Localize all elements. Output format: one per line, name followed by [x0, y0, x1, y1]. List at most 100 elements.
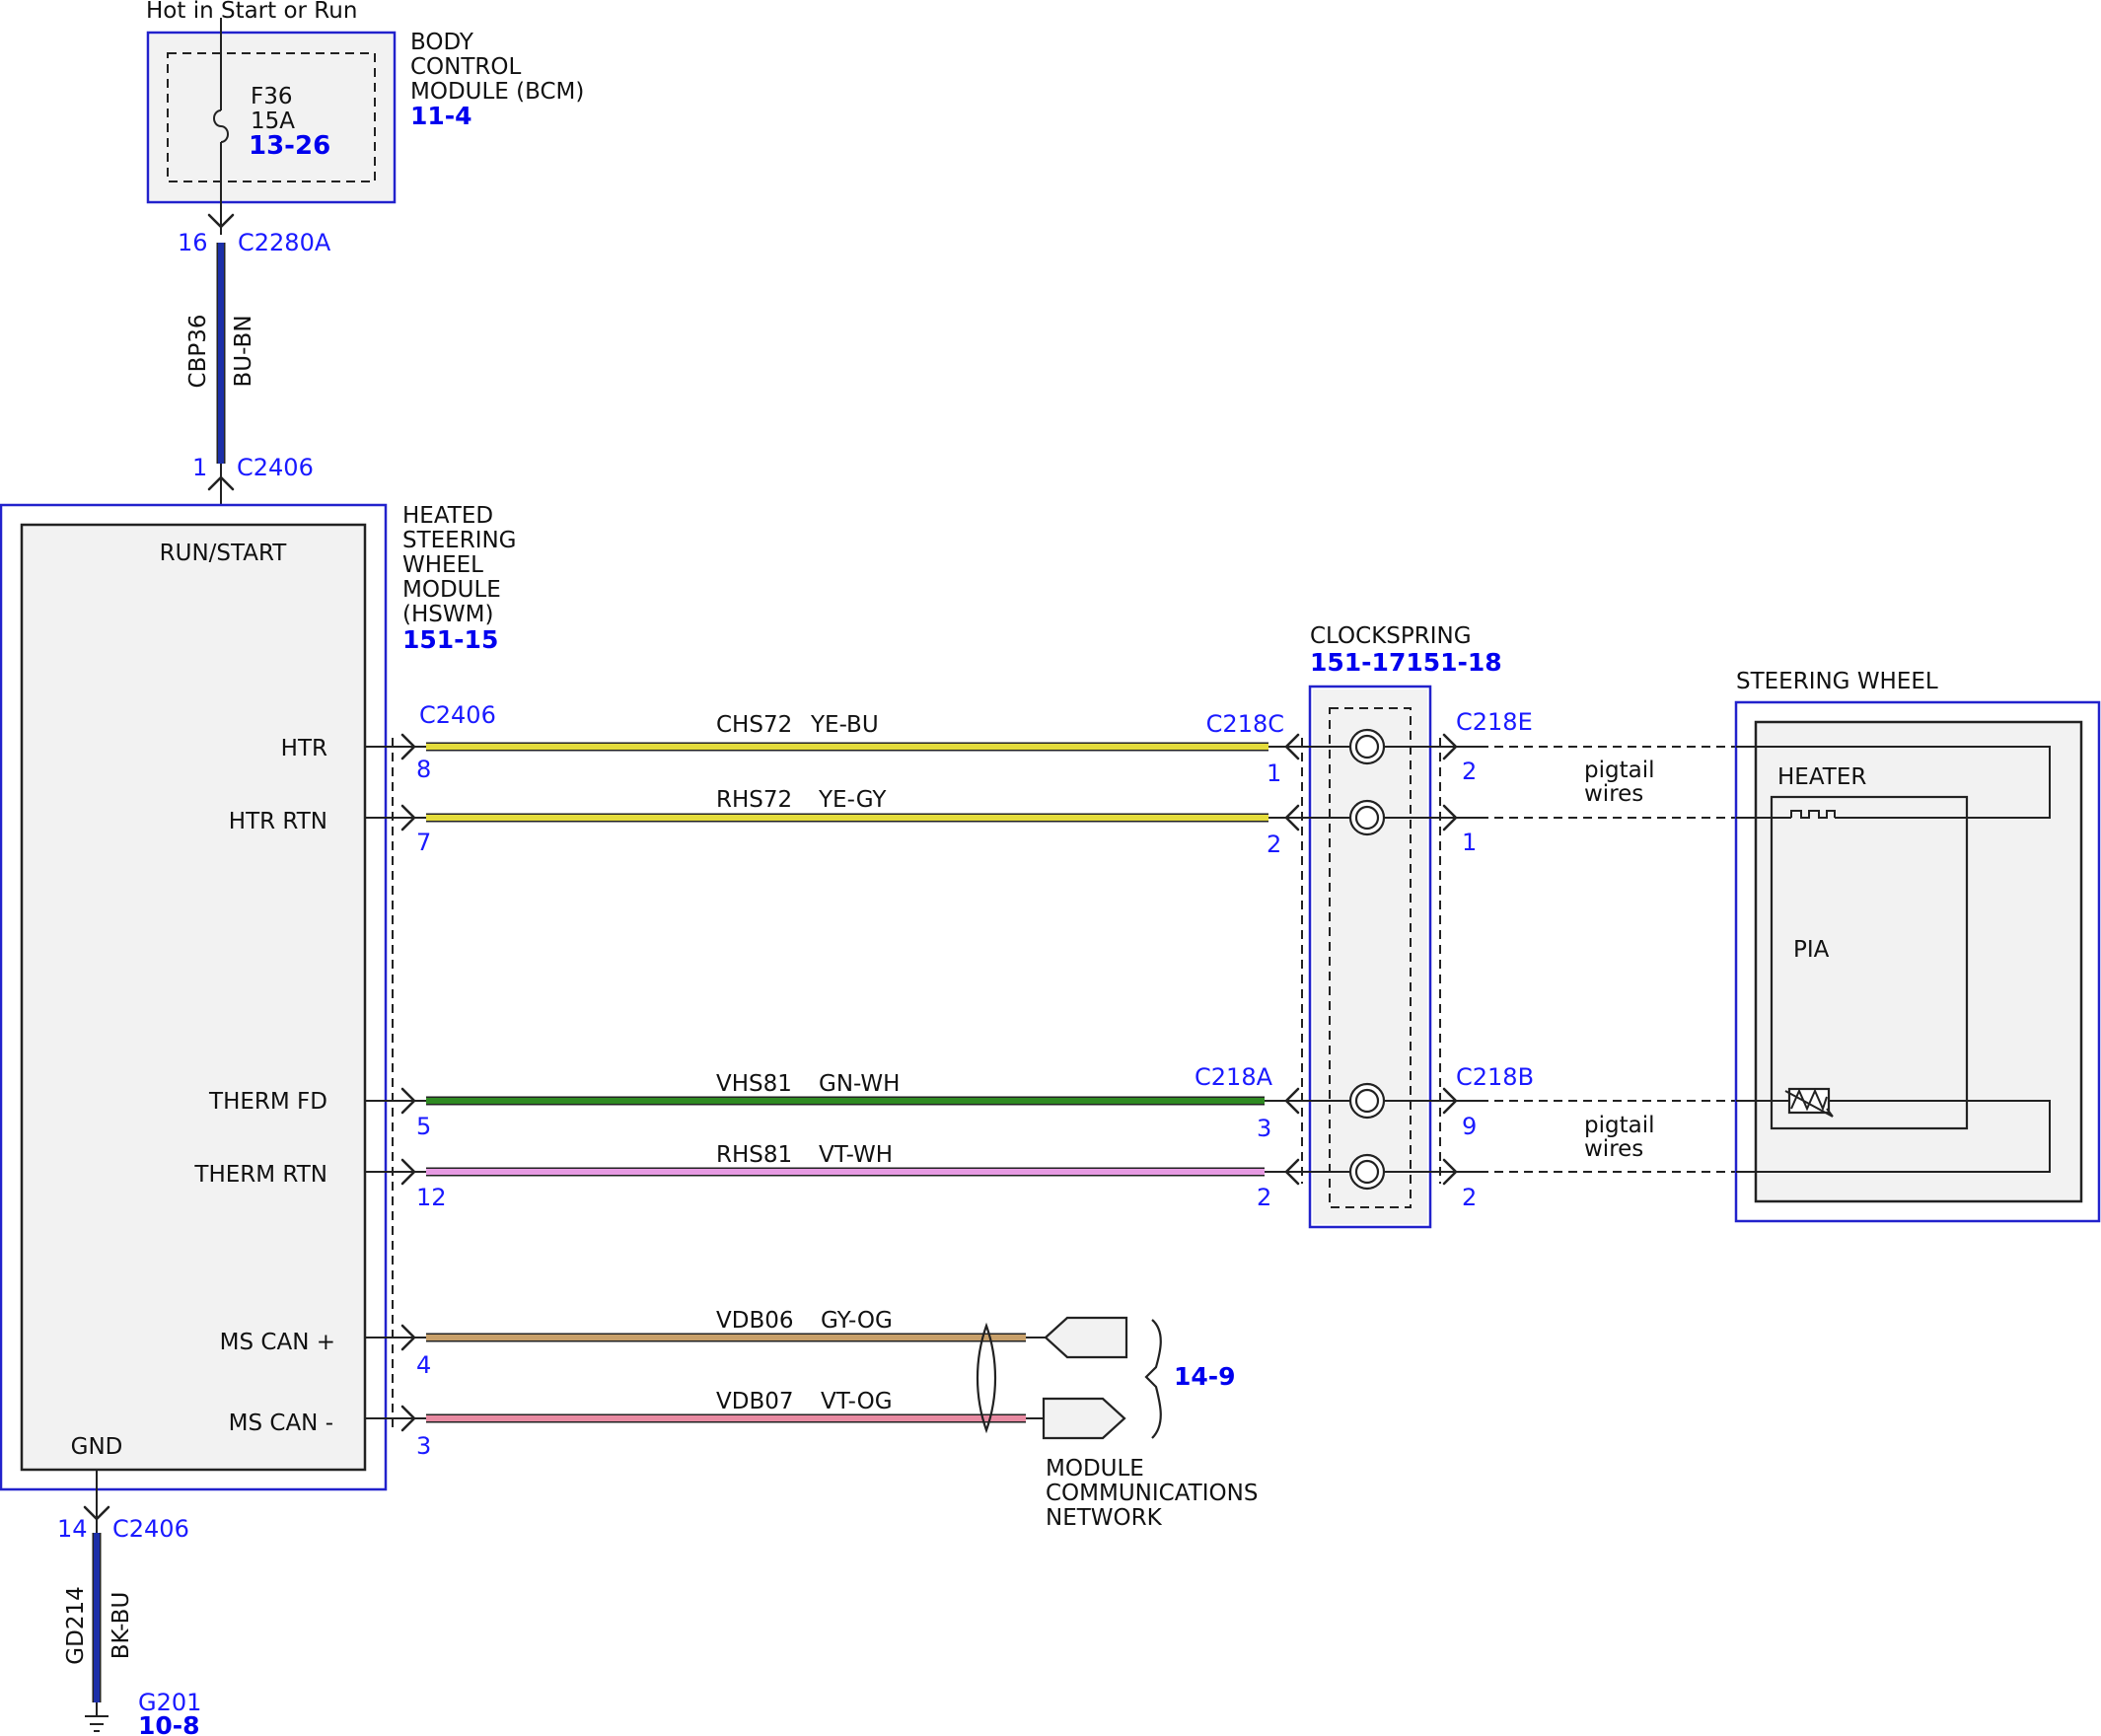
- pin-number-ms-can-minus: 3: [416, 1432, 431, 1460]
- pigtail-bottom-line1: pigtail: [1584, 1113, 1654, 1138]
- bcm-internal-boundary: [167, 52, 376, 182]
- ground-name: G201: [138, 1689, 201, 1716]
- hswm-side-connector: C2406: [419, 701, 496, 729]
- hswm-run-pin: 1: [192, 454, 207, 481]
- clockspring-module: [1308, 685, 1432, 1229]
- clockspring-conn-left-bottom: C218A: [1195, 1063, 1273, 1091]
- clockspring-title: CLOCKSPRING: [1310, 623, 1472, 649]
- pia-label: PIA: [1793, 937, 1830, 963]
- pigtail-wires-heater[interactable]: [1480, 746, 1736, 819]
- pin-number-htr-rtn: 7: [416, 829, 431, 856]
- heater-element-icon: [1790, 810, 1836, 819]
- pin-label-ms-can-minus: MS CAN -: [229, 1410, 333, 1436]
- ground-wire-circuit: GD214: [63, 1586, 89, 1664]
- bcm-connector-label: C2280A: [238, 229, 331, 256]
- c2406-run-connector-icon: [207, 475, 235, 491]
- pin-number-ms-can-plus: 4: [416, 1351, 431, 1379]
- wire-rhs72-color: YE-GY: [818, 787, 887, 813]
- network-label-line1: MODULE: [1046, 1456, 1144, 1482]
- twisted-pair-icon: [976, 1322, 997, 1434]
- hswm-ref-link[interactable]: 151-15: [402, 625, 498, 654]
- steering-wheel-assembly: [1734, 700, 2101, 1223]
- clockspring-conn-right-top: C218E: [1456, 708, 1533, 736]
- pin-label-ms-can-plus: MS CAN +: [220, 1330, 335, 1355]
- c2280a-connector-icon: [207, 213, 235, 229]
- pin-number-therm-fd: 5: [416, 1113, 431, 1140]
- wire-vdb06-color: GY-OG: [821, 1308, 893, 1334]
- hswm-title-line5: (HSWM): [402, 602, 493, 627]
- clockspring-coil-1-icon: [1348, 728, 1386, 765]
- clockspring-right-pin-3: 9: [1462, 1113, 1477, 1140]
- hswm-pin-leads: [365, 733, 426, 1432]
- clockspring-coil-3-icon: [1348, 1082, 1386, 1120]
- wire-vdb06-circuit: VDB06: [716, 1308, 794, 1334]
- clockspring-right-pin-4: 2: [1462, 1184, 1477, 1211]
- clockspring-right-connectors: [1384, 733, 1480, 1186]
- wire-chs72-circuit: CHS72: [716, 712, 792, 738]
- pin-label-htr: HTR: [281, 736, 327, 761]
- clockspring-left-pin-2: 2: [1267, 831, 1281, 858]
- wire-chs72-color: YE-BU: [810, 712, 879, 738]
- hswm-title-line4: MODULE: [402, 577, 501, 603]
- hswm-run-connector: C2406: [237, 454, 314, 481]
- pin-label-htr-rtn: HTR RTN: [229, 809, 327, 834]
- wire-vhs81-circuit: VHS81: [716, 1071, 792, 1097]
- c2406-ground-connector-icon: [83, 1505, 110, 1521]
- wire-vhs81-color: GN-WH: [819, 1071, 900, 1097]
- network-connector-plus-icon: [1044, 1316, 1128, 1359]
- clockspring-ref-link[interactable]: 151-17151-18: [1310, 648, 1502, 677]
- network-connector-minus-icon: [1042, 1397, 1126, 1440]
- pin-label-therm-fd: THERM FD: [208, 1089, 327, 1115]
- network-label-line3: NETWORK: [1046, 1505, 1163, 1531]
- ground-symbol-icon: [85, 1715, 109, 1732]
- heater-label: HEATER: [1777, 764, 1866, 790]
- pin-label-therm-rtn: THERM RTN: [193, 1162, 327, 1188]
- gnd-connector-label: C2406: [112, 1515, 189, 1543]
- network-label-line2: COMMUNICATIONS: [1046, 1481, 1258, 1506]
- heater-loop-wire: [1736, 746, 2051, 819]
- ground-ref-link[interactable]: 10-8: [138, 1711, 200, 1736]
- run-start-label: RUN/START: [160, 541, 288, 566]
- pigtail-bottom-line2: wires: [1584, 1136, 1643, 1162]
- bcm-pin-number: 16: [178, 229, 208, 256]
- wire-rhs72-circuit: RHS72: [716, 787, 792, 813]
- wire-vdb07-circuit: VDB07: [716, 1389, 794, 1414]
- fuse-icon: [213, 109, 229, 143]
- clockspring-left-pin-4: 2: [1257, 1184, 1271, 1211]
- fuse-name: F36: [251, 84, 293, 109]
- clockspring-right-pin-1: 2: [1462, 758, 1477, 785]
- pigtail-top-line2: wires: [1584, 781, 1643, 807]
- pia-element: [1770, 795, 1969, 1130]
- bcm-title-line3: MODULE (BCM): [410, 79, 584, 105]
- hswm-body: [20, 523, 367, 1472]
- pin-number-htr: 8: [416, 756, 431, 783]
- ground-wire-color: BK-BU: [109, 1592, 134, 1660]
- wire-vdb07-color: VT-OG: [821, 1389, 893, 1414]
- power-label: Hot in Start or Run: [146, 0, 357, 24]
- fuse-ref-link[interactable]: 13-26: [249, 131, 330, 161]
- bcm-title-line1: BODY: [410, 30, 474, 55]
- pin-number-therm-rtn: 12: [416, 1184, 447, 1211]
- gnd-pin-number: 14: [57, 1515, 88, 1543]
- clockspring-left-pin-3: 3: [1257, 1115, 1271, 1142]
- hswm-title-line2: STEERING: [402, 528, 517, 553]
- bcm-ref-link[interactable]: 11-4: [410, 102, 472, 130]
- clockspring-right-pin-2: 1: [1462, 829, 1477, 856]
- network-ref-link[interactable]: 14-9: [1174, 1362, 1236, 1391]
- clockspring-conn-left-top: C218C: [1206, 710, 1284, 738]
- thermistor-loop-wire: [1736, 1100, 2051, 1173]
- clockspring-left-pin-1: 1: [1267, 760, 1281, 787]
- steering-wheel-title: STEERING WHEEL: [1736, 669, 1938, 694]
- bcm-title-line2: CONTROL: [410, 54, 522, 80]
- hswm-title-line3: WHEEL: [402, 552, 483, 578]
- clockspring-conn-right-bottom: C218B: [1456, 1063, 1534, 1091]
- bcm-module: F36 15A 13-26: [146, 18, 397, 235]
- wire-rhs81-circuit: RHS81: [716, 1142, 792, 1168]
- network-brace-icon: [1144, 1319, 1162, 1439]
- hswm-module: [0, 503, 388, 1491]
- pigtail-top-line1: pigtail: [1584, 758, 1654, 783]
- wire-rhs81-color: VT-WH: [819, 1142, 893, 1168]
- pigtail-wires-thermistor[interactable]: [1480, 1100, 1736, 1173]
- clockspring-internal-boundary: [1329, 707, 1412, 1208]
